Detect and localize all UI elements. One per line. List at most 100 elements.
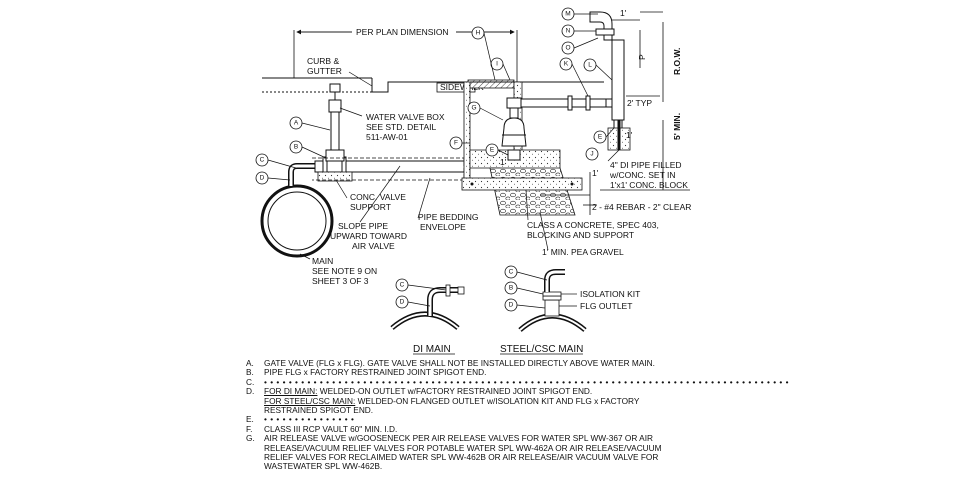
- callout-d: D: [260, 175, 265, 182]
- pipe-bedding-line2: ENVELOPE: [420, 222, 466, 232]
- note-e: E. • • • • • • • • • • • • • • •: [246, 414, 746, 425]
- note-d-di-text: WELDED-ON OUTLET w/FACTORY RESTRAINED JO…: [317, 386, 593, 397]
- note-g-cont1: RELEASE/VACUUM RELIEF VALVES FOR POTABLE…: [246, 442, 746, 453]
- per-plan-label-mask: [352, 26, 456, 37]
- steel-main-title: STEEL/CSC MAIN: [500, 344, 583, 355]
- gate-valve: [325, 83, 345, 162]
- callout-e-vault: E: [490, 147, 495, 154]
- note-text: CLASS III RCP VAULT 60" MIN. I.D.: [264, 423, 398, 434]
- leader-lines: [299, 71, 620, 260]
- note-letter: E.: [246, 414, 254, 425]
- note-text: AIR RELEASE VALVE w/GOOSENECK PER AIR RE…: [264, 433, 653, 444]
- note-letter: B.: [246, 367, 254, 378]
- note-text: RELEASE/VACUUM RELIEF VALVES FOR POTABLE…: [264, 442, 662, 453]
- note-text: FOR STEEL/CSC MAIN: WELDED-ON FLANGED OU…: [264, 395, 746, 406]
- steel-callout-c: C: [509, 269, 514, 276]
- note-d: D. FOR DI MAIN: WELDED-ON OUTLET w/FACTO…: [246, 386, 746, 397]
- dimension-p-label: P: [637, 54, 647, 60]
- callout-m: M: [565, 11, 570, 18]
- main-label-line2: SEE NOTE 9 ON: [312, 266, 377, 276]
- di-pipe-line1: 4" DI PIPE FILLED: [610, 160, 682, 170]
- note-c: C. • • • • • • • • • • • • • • • • • • •…: [246, 376, 789, 387]
- water-valve-box-line2: SEE STD. DETAIL: [366, 122, 436, 132]
- steel-callout-b: B: [509, 285, 513, 292]
- callout-e-right: E: [598, 134, 603, 141]
- water-valve-box-line1: WATER VALVE BOX: [366, 112, 445, 122]
- pea-gravel-label: 1' MIN. PEA GRAVEL: [542, 247, 624, 257]
- di-callout-c: C: [400, 282, 405, 289]
- ground-surface: [262, 77, 604, 93]
- callout-letters: A B C D E F E H I J K L M N O G: [260, 11, 603, 182]
- note-text: GATE VALVE (FLG x FLG). GATE VALVE SHALL…: [264, 358, 655, 368]
- note-text: RELIEF VALVES FOR RECLAIMED WATER SPL WW…: [264, 452, 659, 463]
- callout-g: G: [471, 105, 476, 112]
- di-callout-d: D: [400, 299, 405, 306]
- water-valve-box-line3: 511-AW-01: [366, 132, 408, 142]
- callout-n: N: [566, 28, 571, 35]
- dimension-2ft-typ: 2' TYP: [627, 98, 652, 108]
- dimension-1ft-mid: 1': [500, 157, 507, 167]
- dimension-1ft-right: 1': [626, 130, 633, 140]
- class-a-concrete-line2: BLOCKING AND SUPPORT: [527, 230, 634, 240]
- steel-callout-d: D: [509, 302, 514, 309]
- note-letter: G.: [246, 433, 255, 444]
- note-text: WASTEWATER SPL WW-462B.: [264, 461, 383, 472]
- note-spacer: [246, 397, 264, 406]
- note-f: F. CLASS III RCP VAULT 60" MIN. I.D.: [246, 423, 746, 434]
- notes-list: A. GATE VALVE (FLG x FLG). GATE VALVE SH…: [246, 358, 789, 472]
- note-g-cont2: RELIEF VALVES FOR RECLAIMED WATER SPL WW…: [246, 452, 746, 463]
- note-text: PIPE FLG x FACTORY RESTRAINED JOINT SPIG…: [264, 367, 487, 378]
- callout-bubbles: [255, 7, 607, 185]
- air-release-valve: [501, 97, 527, 161]
- di-main-title: DI MAIN: [413, 344, 451, 355]
- row-label: R.O.W.: [672, 48, 682, 75]
- note-letter: C.: [246, 376, 255, 387]
- callout-a: A: [294, 120, 299, 127]
- slope-pipe-line2: UPWARD TOWARD: [330, 231, 407, 241]
- curb-label-line1: CURB &: [307, 56, 339, 66]
- note-letter: F.: [246, 423, 253, 434]
- note-spacer: [246, 444, 264, 453]
- note-text: FOR DI MAIN: WELDED-ON OUTLET w/FACTORY …: [264, 387, 746, 396]
- callout-k: K: [564, 61, 569, 68]
- row-dimensions: [583, 11, 690, 215]
- five-foot-min-label: 5' MIN.: [672, 113, 682, 140]
- slope-pipe-line1: SLOPE PIPE: [338, 221, 388, 231]
- slope-pipe-line3: AIR VALVE: [352, 241, 395, 251]
- note-d-steel: FOR STEEL/CSC MAIN: WELDED-ON FLANGED OU…: [246, 395, 746, 406]
- callout-j: J: [590, 151, 593, 158]
- note-d-steel-prefix: FOR STEEL/CSC MAIN:: [264, 395, 356, 406]
- note-text-redacted: • • • • • • • • • • • • • • •: [264, 414, 355, 425]
- note-letter: D.: [246, 386, 255, 397]
- note-d-cont: RESTRAINED SPIGOT END.: [246, 405, 746, 416]
- main-label-line1: MAIN: [312, 256, 333, 266]
- note-b: B. PIPE FLG x FACTORY RESTRAINED JOINT S…: [246, 367, 746, 378]
- concrete-valve-support: [317, 171, 353, 182]
- dimension-1ft-top: 1': [620, 8, 627, 18]
- pea-gravel: [489, 167, 576, 216]
- callout-c: C: [260, 157, 265, 164]
- pipe-bedding-line1: PIPE BEDDING: [418, 212, 478, 222]
- note-letter: A.: [246, 358, 254, 368]
- rebar-dots: [470, 182, 574, 186]
- class-a-concrete-line1: CLASS A CONCRETE, SPEC 403,: [527, 220, 659, 230]
- callout-b: B: [294, 144, 298, 151]
- note-a: A. GATE VALVE (FLG x FLG). GATE VALVE SH…: [246, 358, 746, 368]
- main-label-line3: SHEET 3 OF 3: [312, 276, 369, 286]
- callout-leaders: [267, 13, 615, 181]
- note-d-di-prefix: FOR DI MAIN:: [264, 386, 318, 397]
- footing-with-rebar: [461, 177, 583, 191]
- note-text: RESTRAINED SPIGOT END.: [264, 405, 374, 416]
- steel-main-inset: C B D: [504, 265, 587, 332]
- callout-i: I: [496, 61, 498, 68]
- callout-h: H: [476, 30, 481, 37]
- flg-outlet-label: FLG OUTLET: [580, 301, 632, 311]
- note-d-steel-text: WELDED-ON FLANGED OUTLET w/ISOLATION KIT…: [355, 395, 640, 406]
- water-main-section: [260, 163, 334, 258]
- note-spacer: [246, 453, 264, 462]
- note-g: G. AIR RELEASE VALVE w/GOOSENECK PER AIR…: [246, 433, 746, 444]
- di-pipe-line3: 1'x1' CONC. BLOCK: [610, 180, 688, 190]
- conc-valve-support-line1: CONC. VALVE: [350, 192, 406, 202]
- di-main-inset: C D: [390, 278, 465, 330]
